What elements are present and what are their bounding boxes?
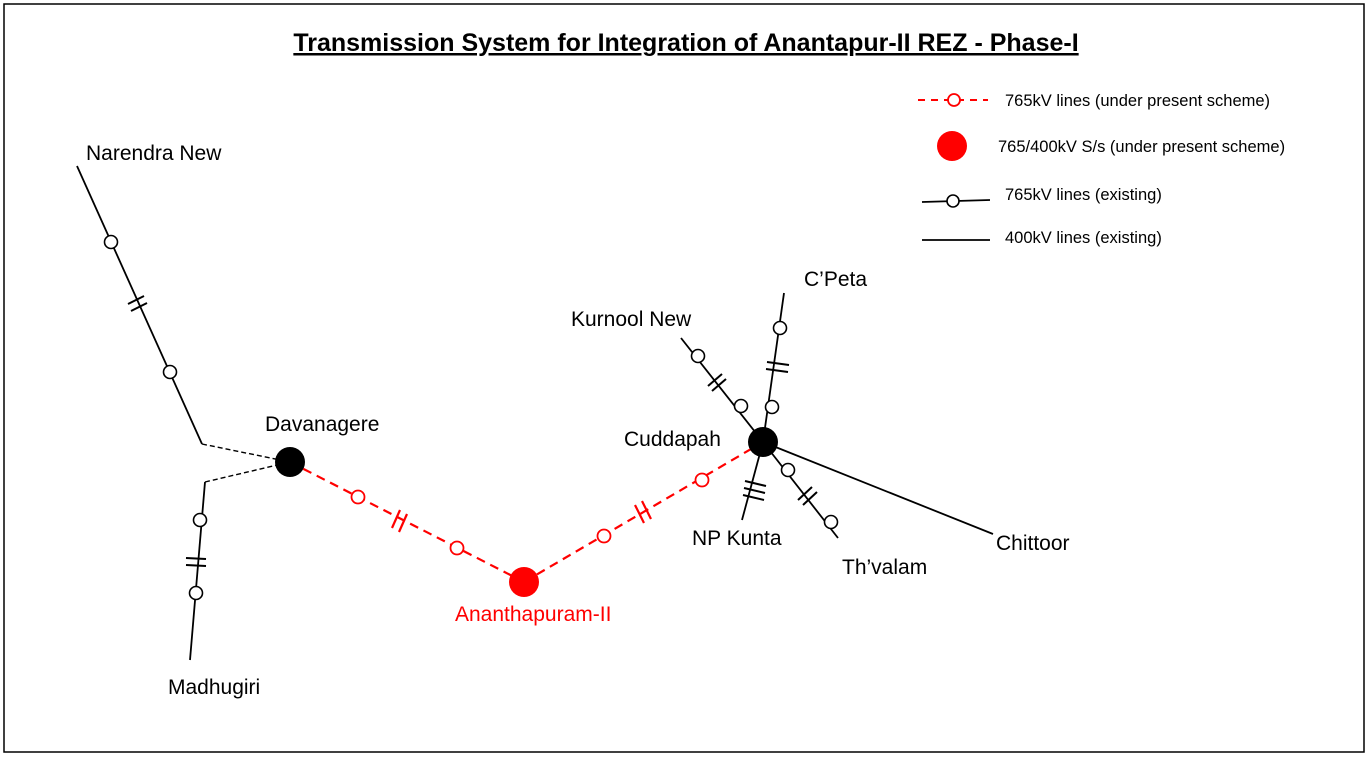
existing-line-markers — [103, 234, 839, 601]
label-thvalam: Th’valam — [842, 556, 927, 579]
legend-item-existing-400kv-line: 400kV lines (existing) — [922, 229, 1162, 247]
legend-black-circle-marker — [946, 194, 960, 208]
line-narendra-new — [76, 165, 203, 445]
label-davanagere: Davanagere — [265, 413, 379, 436]
line-marker-circle — [780, 462, 796, 478]
line-marker-circle — [162, 364, 178, 380]
label-madhugiri: Madhugiri — [168, 676, 260, 699]
circuit-tick — [185, 564, 207, 567]
proposed-line-markers — [350, 472, 710, 556]
proposed-line-ticks — [390, 500, 652, 533]
legend-label: 765/400kV S/s (under present scheme) — [998, 138, 1285, 156]
circuit-tick — [744, 480, 767, 487]
legend-label: 400kV lines (existing) — [1005, 229, 1162, 247]
circuit-tick — [797, 486, 813, 501]
line-marker-circle — [188, 585, 204, 601]
line-marker-circle — [449, 540, 465, 556]
line-marker-circle — [103, 234, 119, 250]
legend-item-proposed-substation: 765/400kV S/s (under present scheme) — [937, 131, 1285, 161]
substation-cuddapah — [748, 427, 778, 457]
substation-davanagere — [275, 447, 305, 477]
substation-ananthapuram — [509, 567, 539, 597]
label-np-kunta: NP Kunta — [692, 527, 782, 550]
proposed-lines — [289, 441, 764, 583]
label-ananthapuram: Ananthapuram-II — [455, 603, 611, 626]
legend: 765kV lines (under present scheme) 765/4… — [918, 92, 1285, 247]
circuit-tick — [397, 513, 409, 533]
circuit-tick — [802, 491, 818, 506]
line-cpeta — [762, 292, 785, 443]
line-davanagere-ananthapuram — [289, 461, 525, 583]
legend-red-circle-marker — [947, 93, 961, 107]
legend-red-substation-symbol — [937, 131, 967, 161]
existing-line-ticks — [127, 295, 818, 567]
label-cuddapah: Cuddapah — [624, 428, 721, 451]
circuit-tick — [742, 494, 765, 501]
line-marker-circle — [690, 348, 706, 364]
legend-item-proposed-765kv-line: 765kV lines (under present scheme) — [918, 92, 1270, 110]
line-chittoor — [762, 441, 994, 535]
diagram-title: Transmission System for Integration of A… — [293, 29, 1078, 57]
diagram-border — [3, 3, 1365, 753]
line-marker-circle — [772, 320, 788, 336]
line-marker-circle — [733, 398, 749, 414]
circuit-tick — [390, 509, 402, 529]
line-marker-circle — [350, 489, 366, 505]
circuit-tick — [130, 302, 148, 312]
line-marker-circle — [694, 472, 710, 488]
legend-label: 765kV lines (existing) — [1005, 186, 1162, 204]
line-marker-circle — [764, 399, 780, 415]
line-marker-circle — [596, 528, 612, 544]
legend-label: 765kV lines (under present scheme) — [1005, 92, 1270, 110]
line-ananthapuram-cuddapah — [523, 441, 764, 583]
label-kurnool-new: Kurnool New — [571, 308, 692, 331]
circuit-tick — [765, 368, 789, 373]
label-chittoor: Chittoor — [996, 532, 1070, 555]
label-narendra-new: Narendra New — [86, 142, 222, 165]
circuit-tick — [641, 500, 652, 520]
line-marker-circle — [823, 514, 839, 530]
line-madhugiri — [189, 481, 206, 661]
circuit-tick — [766, 361, 790, 366]
circuit-tick — [711, 378, 727, 392]
circuit-tick — [634, 504, 645, 524]
line-marker-circle — [192, 512, 208, 528]
circuit-tick — [743, 487, 766, 494]
circuit-tick — [185, 557, 207, 560]
circuit-tick — [127, 295, 145, 305]
legend-item-existing-765kv-line: 765kV lines (existing) — [921, 186, 1162, 208]
label-cpeta: C’Peta — [804, 268, 867, 291]
circuit-tick — [707, 373, 723, 387]
